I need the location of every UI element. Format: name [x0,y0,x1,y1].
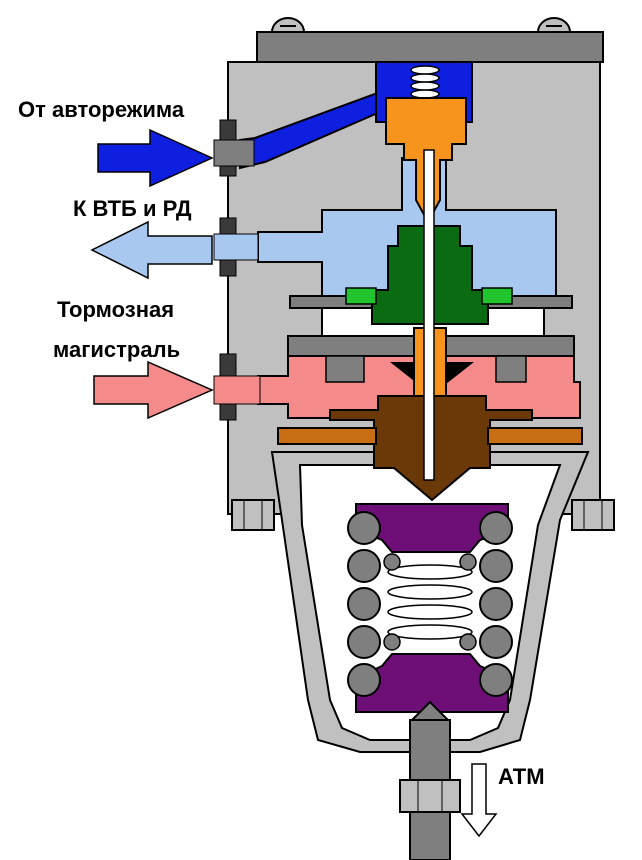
spring-icon [387,564,473,640]
outlet-arrow-icon [90,220,213,280]
adjust-screw-end [409,811,451,860]
brake-arrow-icon [93,360,214,420]
inlet-fitting [213,119,255,177]
top-cover [256,31,604,63]
spring-icon [347,511,513,697]
exhaust-arrow-icon [460,763,498,838]
nut-icon [571,499,615,531]
piston-seal-left [345,287,377,305]
seat-flange-left [277,427,377,445]
label-brake-line-1: Тормозная [57,297,175,322]
screw-icon [270,17,306,33]
valve-stem [423,149,435,481]
screw-icon [536,17,572,33]
brake-fitting [213,353,261,421]
piston-seal-right [481,287,513,305]
label-atm: АТМ [498,764,545,789]
nut-icon [231,499,275,531]
check-valve [390,362,418,384]
label-brake-line-2: магистраль [53,337,181,362]
brake-insert-right [495,355,527,383]
check-valve [446,362,474,384]
inlet-arrow-icon [97,128,214,188]
brake-insert-left [325,355,365,383]
spring-icon [383,553,477,651]
outlet-fitting [213,217,259,277]
seat-flange-right [487,427,583,445]
label-to-vtb: К ВТБ и РД [73,196,192,221]
nut-icon [399,779,461,813]
adjust-screw [409,719,451,781]
spring-icon [410,65,440,99]
label-from-auto: От авторежима [18,97,185,122]
